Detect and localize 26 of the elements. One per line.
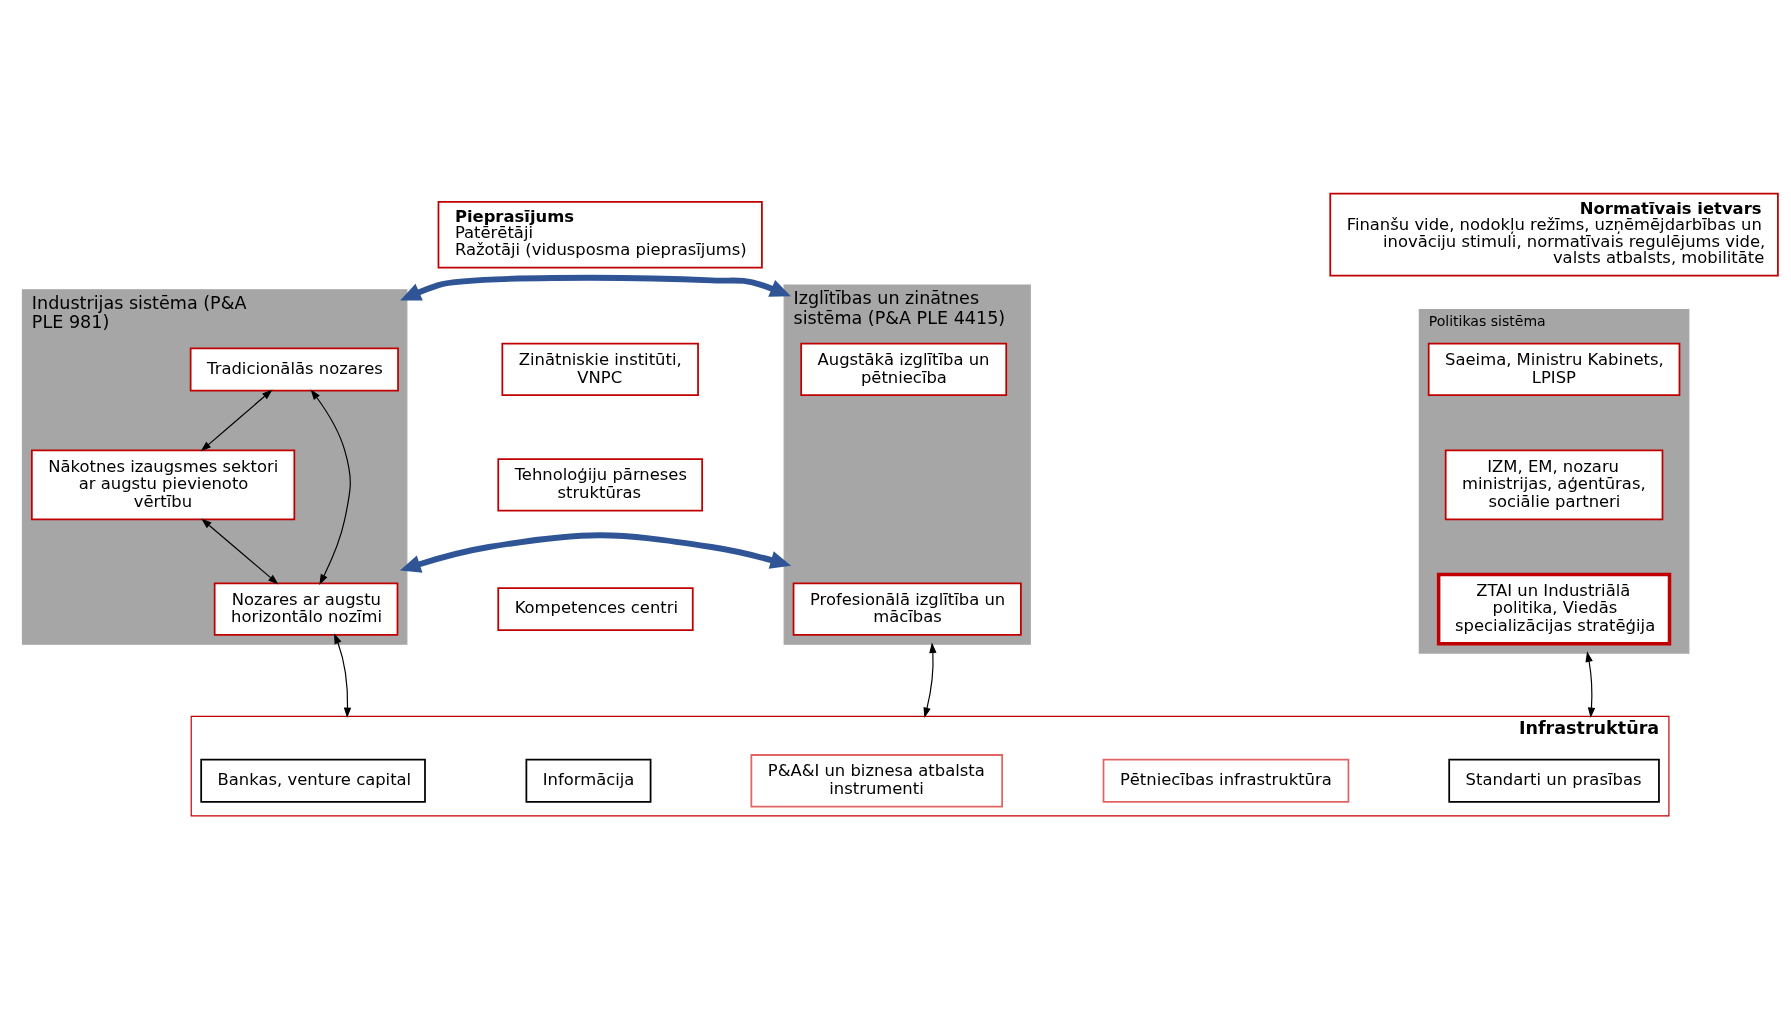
node-box: ZTAI un Industriālā politika, Viedās specializācijas stratēģija	[1436, 572, 1672, 645]
arrow	[400, 274, 791, 300]
node-box: Pētniecības infrastruktūra	[1102, 758, 1350, 803]
node-box: Pieprasījums Patērētāji Ražotāji (vidusposma pieprasījums)	[437, 200, 763, 268]
node-box: Tehnoloģiju pārneses struktūras	[497, 457, 704, 512]
node-box: Augstākā izglītība un pētniecība	[800, 342, 1008, 396]
node-box: Kompetences centri	[497, 586, 694, 631]
node-box: Informācija	[525, 758, 652, 803]
node-box: Zinātniskie institūti, VNPC	[501, 342, 699, 396]
arrow	[201, 518, 279, 584]
node-box: Tradicionālās nozares	[189, 347, 399, 391]
node-box: Profesionālā izglītība un mācības	[792, 581, 1022, 636]
arrow	[399, 531, 792, 573]
node-box: Bankas, venture capital	[200, 758, 426, 803]
arrow	[200, 388, 273, 451]
node-box: Normatīvais ietvars Finanšu vide, nodokļu režīms, uzņēmējdarbības un inovāciju stimuli, normatīvais regulējums vide, valsts atbalsts, mobilitāte	[1329, 192, 1779, 277]
node-box: Nozares ar augstu horizontālo nozīmi	[213, 581, 399, 636]
node-box: P&A&I un biznesa atbalsta instrumenti	[750, 753, 1003, 807]
arrow	[923, 642, 937, 718]
arrow	[1585, 650, 1596, 718]
node-box: Nākotnes izaugsmes sektori ar augstu pievienoto vērtību	[30, 448, 296, 520]
node-box: Saeima, Ministru Kabinets, LPISP	[1427, 342, 1681, 396]
arrow	[334, 632, 352, 718]
node-box: Standarti un prasības	[1448, 758, 1660, 803]
node-box: IZM, EM, nozaru ministrijas, aģentūras, sociālie partneri	[1444, 448, 1664, 520]
arrow	[310, 388, 351, 585]
